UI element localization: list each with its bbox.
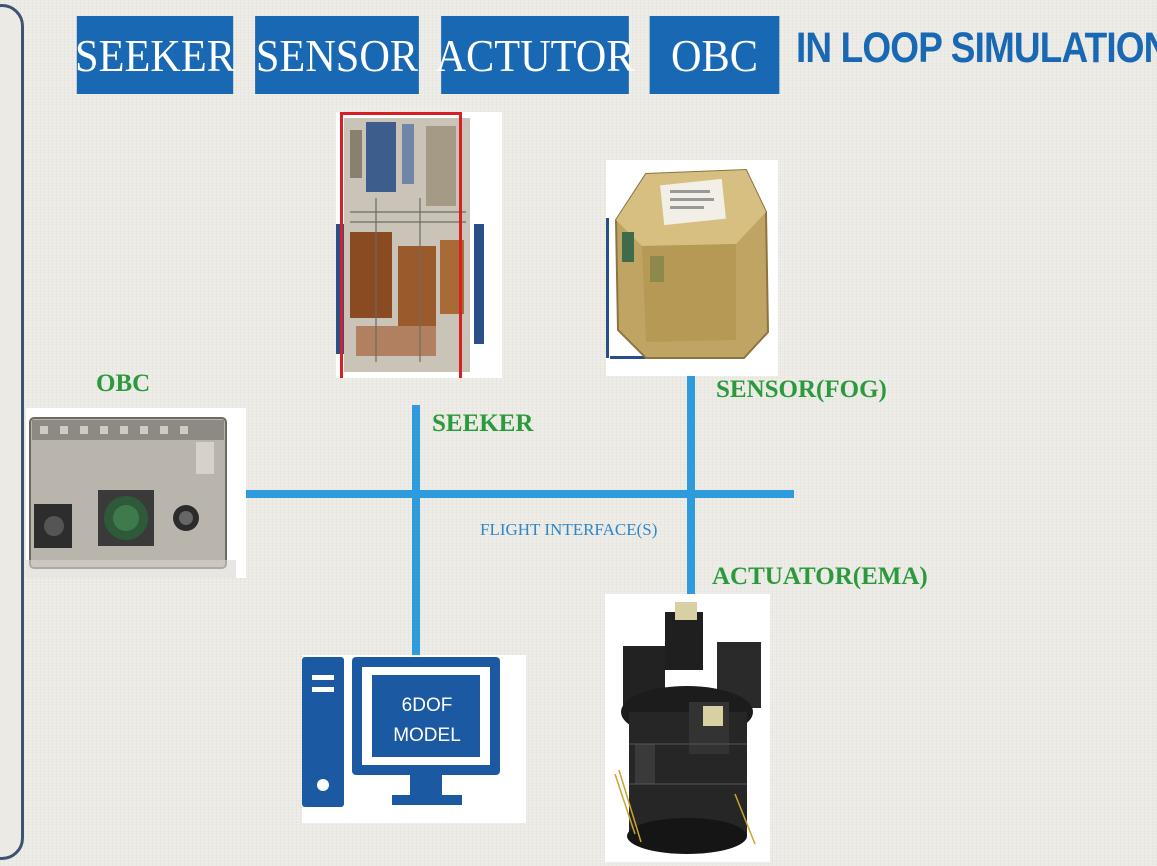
flight-interface-bus [246,490,794,498]
computer-tower-icon [302,657,344,807]
seeker-unit-image [336,112,502,378]
flight-interface-label: FLIGHT INTERFACE(S) [480,520,658,539]
seeker-6dof-link [412,405,420,657]
seeker-label: SEEKER [432,410,534,437]
obc-unit-image [26,408,246,578]
actuator-label: ACTUATOR(EMA) [712,563,928,590]
actuator-ema-image [605,594,770,862]
seeker-highlight-frame [340,112,462,378]
tab-seeker[interactable]: SEEKER [75,16,235,94]
model-screen-line1: 6DOF [401,695,453,716]
sensor-actuator-link [687,373,695,595]
computer-monitor-icon [352,657,500,805]
sensor-label: SENSOR(FOG) [716,376,887,403]
model-screen-line2: MODEL [393,725,461,746]
computer-6dof-model: 6DOF MODEL [302,655,526,823]
tab-sensor[interactable]: SENSOR [255,16,419,94]
page-title: IN LOOP SIMULATION [796,24,1157,72]
sensor-fog-image [606,160,778,376]
left-frame-border [0,4,24,860]
model-screen-text: 6DOF MODEL [374,691,480,751]
tab-obc[interactable]: OBC [649,16,780,94]
obc-label: OBC [96,370,151,397]
tab-actutor[interactable]: ACTUTOR [435,16,635,94]
